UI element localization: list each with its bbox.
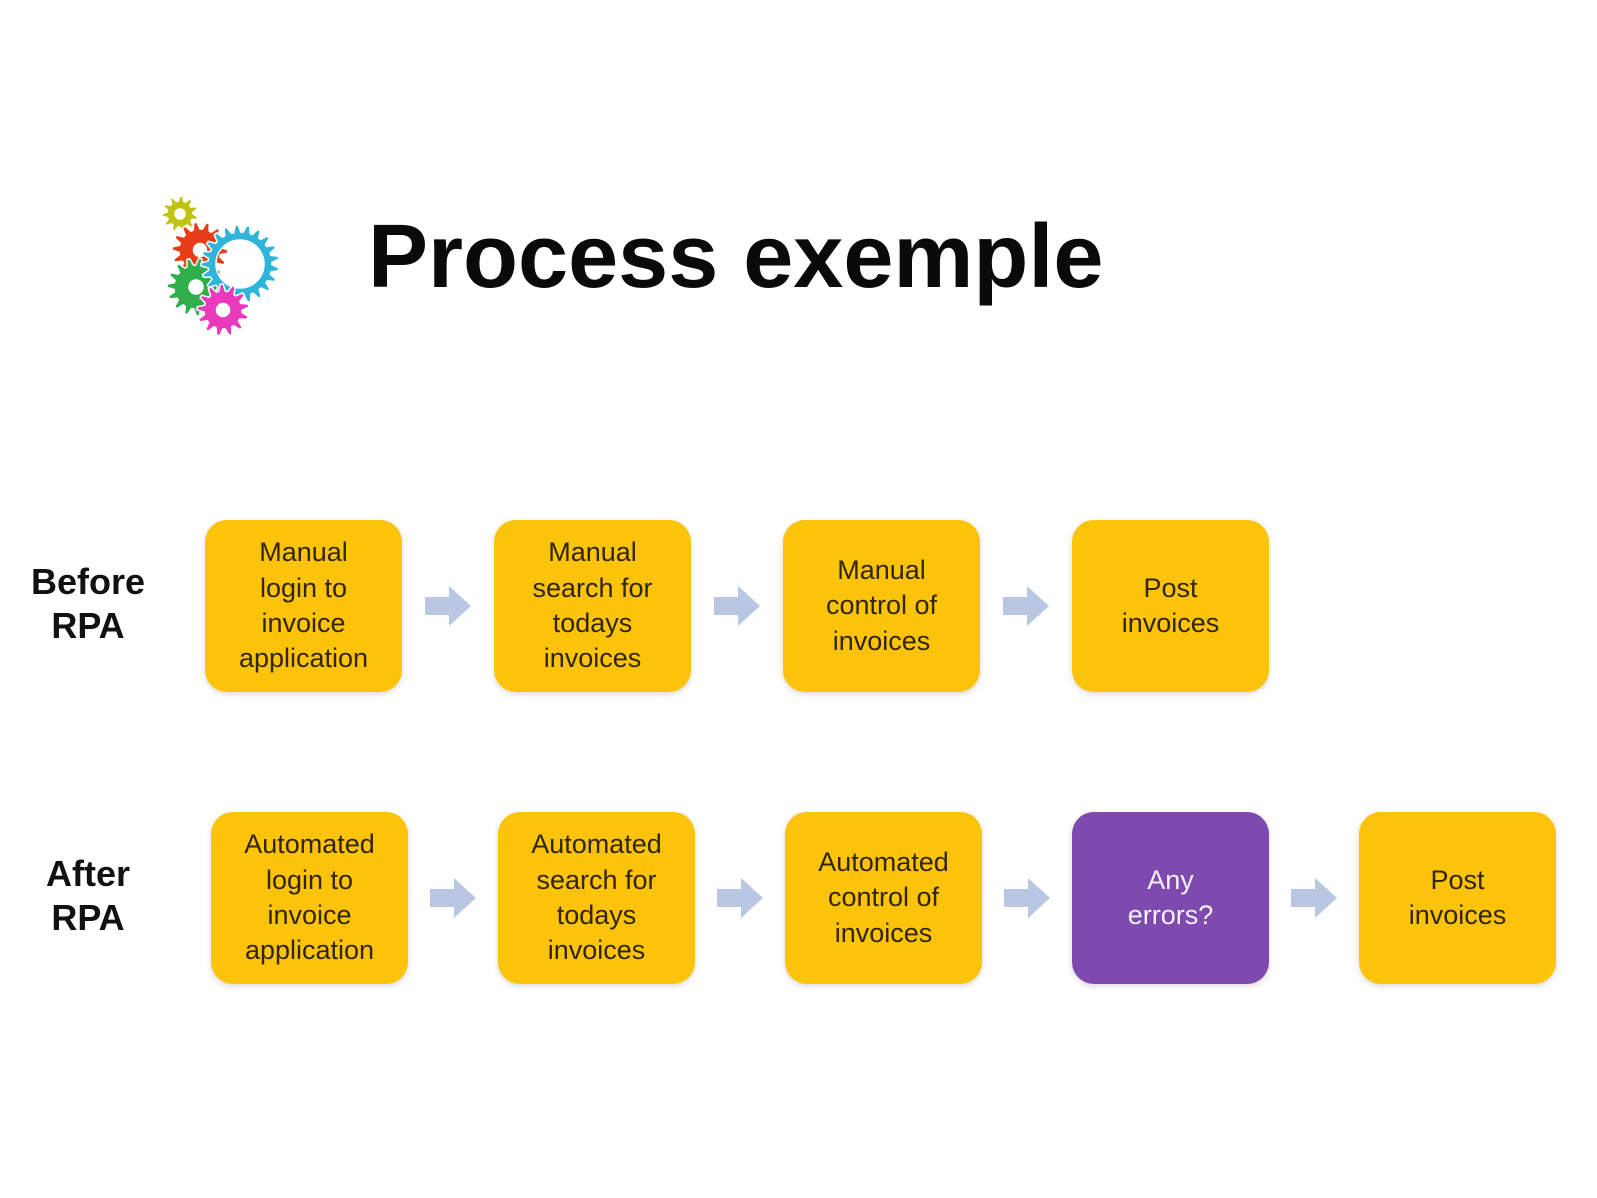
step-post-invoices-before: Post invoices bbox=[1072, 520, 1269, 692]
row-label-after-rpa: After RPA bbox=[45, 853, 130, 938]
step-any-errors: Any errors? bbox=[1072, 812, 1269, 984]
arrow-right-icon bbox=[430, 878, 476, 918]
step-label: Post invoices bbox=[1408, 864, 1507, 930]
arrow-right-icon bbox=[1004, 878, 1050, 918]
step-label: Automated login to invoice application bbox=[244, 829, 375, 966]
flow-before-rpa: Manual login to invoice application Manu… bbox=[205, 520, 1269, 692]
arrow-right-icon bbox=[1003, 586, 1049, 626]
flow-after-rpa: Automated login to invoice application A… bbox=[211, 812, 1556, 984]
step-automated-login: Automated login to invoice application bbox=[211, 812, 408, 984]
step-label: Post invoices bbox=[1121, 572, 1220, 638]
gear-magenta-icon bbox=[196, 283, 250, 337]
arrow-right-icon bbox=[425, 586, 471, 626]
step-label: Manual control of invoices bbox=[825, 554, 938, 656]
arrow-right-icon bbox=[1291, 878, 1337, 918]
gear-olive-icon bbox=[161, 195, 199, 233]
row-label-before-rpa: Before RPA bbox=[30, 561, 146, 646]
step-label: Automated control of invoices bbox=[818, 846, 949, 948]
step-label: Manual search for todays invoices bbox=[532, 537, 653, 674]
step-post-invoices-after: Post invoices bbox=[1359, 812, 1556, 984]
step-manual-login: Manual login to invoice application bbox=[205, 520, 402, 692]
step-manual-search: Manual search for todays invoices bbox=[494, 520, 691, 692]
gears-icon bbox=[161, 195, 280, 337]
arrow-right-icon bbox=[717, 878, 763, 918]
arrow-right-icon bbox=[714, 586, 760, 626]
step-automated-control: Automated control of invoices bbox=[785, 812, 982, 984]
step-automated-search: Automated search for todays invoices bbox=[498, 812, 695, 984]
slide-title: Process exemple bbox=[368, 207, 1104, 307]
step-label: Any errors? bbox=[1127, 864, 1214, 930]
step-label: Manual login to invoice application bbox=[238, 537, 369, 674]
step-label: Automated search for todays invoices bbox=[531, 829, 662, 966]
step-manual-control: Manual control of invoices bbox=[783, 520, 980, 692]
